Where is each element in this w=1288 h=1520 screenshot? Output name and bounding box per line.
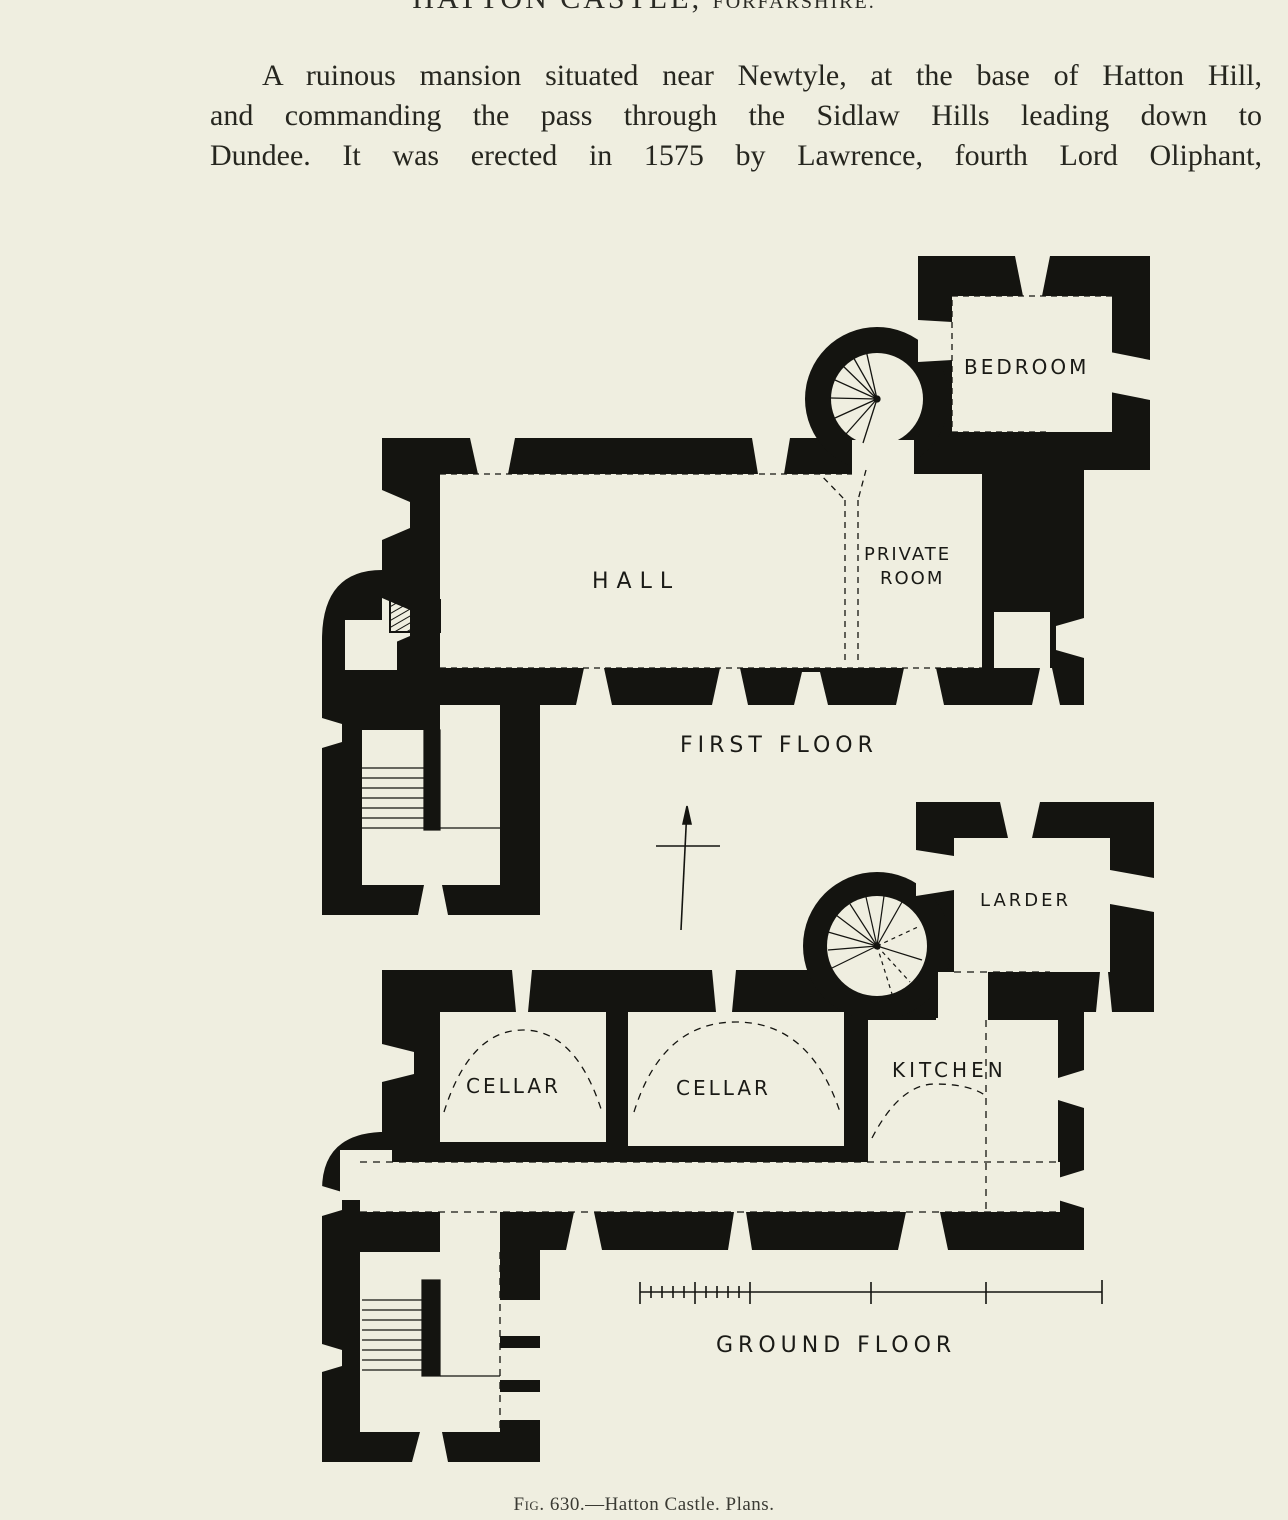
ground-floor-interiors — [322, 802, 1154, 1462]
room-label-room: ROOM — [880, 568, 944, 589]
spiral-stair-first — [830, 349, 881, 444]
paragraph-line: and commanding the pass through the Sidl… — [210, 99, 1262, 132]
ground-floor-dashes — [360, 971, 1058, 1430]
ground-floor-title: GROUND FLOOR — [716, 1333, 956, 1358]
spiral-stair-ground-dashes — [876, 925, 921, 995]
scale-bar — [639, 1280, 1103, 1304]
running-head: HATTON CASTLE, FORFARSHIRE. — [0, 0, 1288, 16]
room-label-private: PRIVATE — [864, 544, 951, 565]
straight-stair-first — [362, 729, 500, 831]
body-paragraph: A ruinous mansion situated near Newtyle,… — [210, 56, 1262, 176]
north-arrow — [656, 805, 720, 931]
paragraph-line: Dundee. It was erected in 1575 by Lawren… — [210, 139, 1262, 172]
room-label-hall: HALL — [592, 569, 680, 594]
room-label-larder: LARDER — [980, 890, 1071, 911]
room-label-kitchen: KITCHEN — [892, 1058, 1007, 1082]
paragraph-line: A ruinous mansion situated near Newtyle,… — [262, 59, 1262, 92]
ground-floor-plan: LARDER CELLAR CELLAR KITCHEN GROUND FLOO… — [322, 802, 1154, 1462]
room-label-cellar-east: CELLAR — [676, 1076, 771, 1100]
running-head-title: HATTON CASTLE, — [412, 0, 702, 15]
room-label-bedroom: BEDROOM — [964, 355, 1089, 379]
straight-stair-ground — [362, 1279, 500, 1377]
first-floor-title: FIRST FLOOR — [680, 733, 878, 758]
hatched-fireplace — [389, 599, 441, 633]
spiral-stair-ground — [827, 895, 923, 969]
running-head-county: FORFARSHIRE. — [712, 0, 876, 13]
figure-caption-text: —Hatton Castle. Plans. — [585, 1494, 775, 1515]
figure-number: Fig. 630. — [513, 1494, 586, 1515]
first-floor-plan: BEDROOM HALL PRIVATE ROOM FIRST FLOOR — [322, 256, 1150, 915]
figure-caption: Fig. 630.—Hatton Castle. Plans. — [0, 1494, 1288, 1516]
first-floor-dashes — [440, 295, 1112, 669]
room-label-cellar-west: CELLAR — [466, 1074, 561, 1098]
